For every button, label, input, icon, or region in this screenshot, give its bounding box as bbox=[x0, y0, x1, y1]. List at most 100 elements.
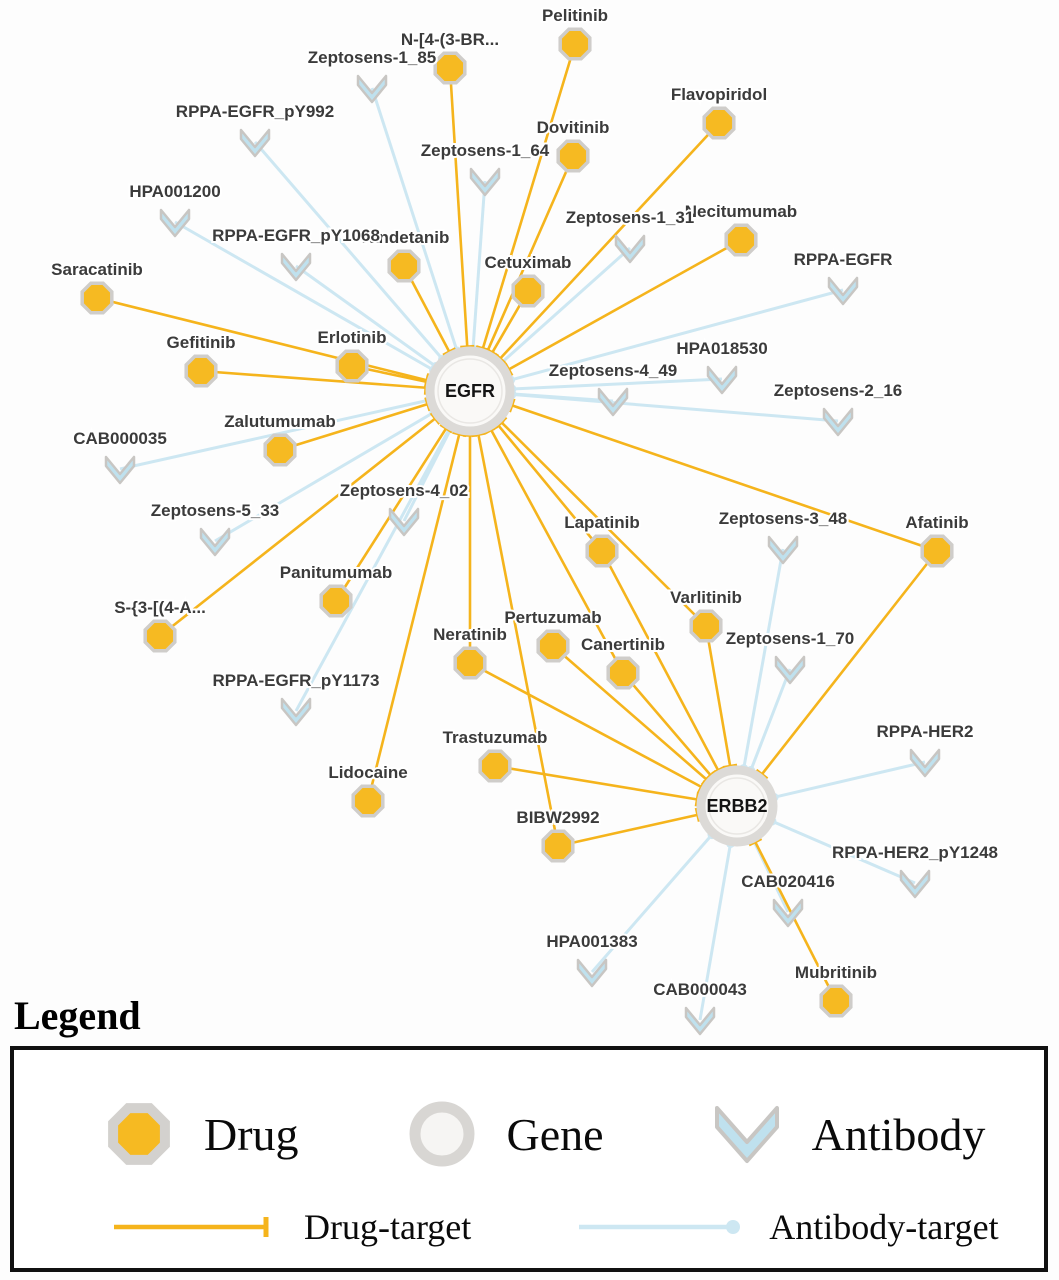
antibody-node[interactable] bbox=[827, 276, 859, 306]
drug-label: Varlitinib bbox=[670, 588, 742, 607]
gene-node-egfr[interactable] bbox=[425, 346, 515, 436]
drug-target-edge bbox=[486, 155, 575, 352]
gene-label: EGFR bbox=[445, 381, 495, 401]
antibody-label: HPA001200 bbox=[129, 182, 220, 201]
gene-label: ERBB2 bbox=[706, 796, 767, 816]
drug-node[interactable] bbox=[387, 249, 421, 283]
antibody-node[interactable] bbox=[159, 208, 191, 238]
gene-node-inner-ring bbox=[437, 358, 503, 424]
drug-label: Mubritinib bbox=[795, 963, 877, 982]
drug-node[interactable] bbox=[143, 619, 177, 653]
drug-node[interactable] bbox=[689, 609, 723, 643]
antibody-node[interactable] bbox=[199, 527, 231, 557]
legend-item-antibody: Antibody bbox=[708, 1095, 985, 1173]
drug-node[interactable] bbox=[335, 349, 369, 383]
drug-target-legend-line bbox=[114, 1217, 269, 1237]
legend-title: Legend bbox=[14, 993, 141, 1038]
antibody-label: Zeptosens-1_70 bbox=[726, 629, 855, 648]
drug-node[interactable] bbox=[702, 106, 736, 140]
antibody-label: Zeptosens-3_48 bbox=[719, 509, 848, 528]
antibody-node[interactable] bbox=[909, 748, 941, 778]
drug-label: N-[4-(3-BR... bbox=[401, 30, 499, 49]
antibody-target-edge bbox=[174, 220, 435, 372]
drug-label: S-{3-[(4-A... bbox=[114, 598, 206, 617]
antibody-node[interactable] bbox=[772, 898, 804, 928]
drug-octagon-shape bbox=[108, 1103, 170, 1165]
antibody-chevron-shape bbox=[714, 1106, 779, 1163]
antibody-label: RPPA-EGFR_pY1173 bbox=[213, 671, 380, 690]
antibody-node[interactable] bbox=[774, 655, 806, 685]
antibody-node[interactable] bbox=[614, 234, 646, 264]
antibody-node[interactable] bbox=[597, 387, 629, 417]
antibody-label: RPPA-EGFR_pY992 bbox=[176, 102, 334, 121]
antibody-label: CAB000035 bbox=[73, 429, 167, 448]
antibody-node[interactable] bbox=[356, 74, 388, 104]
drug-target-edge bbox=[448, 67, 469, 348]
antibody-node[interactable] bbox=[822, 407, 854, 437]
antibody-label: CAB020416 bbox=[741, 872, 835, 891]
antibody-label: Zeptosens-5_33 bbox=[151, 501, 280, 520]
drug-target-edge bbox=[704, 625, 732, 767]
antibody-target-edge bbox=[511, 392, 839, 423]
drug-node[interactable] bbox=[606, 656, 640, 690]
drug-node[interactable] bbox=[558, 27, 592, 61]
antibody-node[interactable] bbox=[239, 128, 271, 158]
drug-label: Zalutumumab bbox=[224, 412, 335, 431]
antibody-target-edge bbox=[773, 760, 926, 799]
antibody-node[interactable] bbox=[388, 507, 420, 537]
antibody-label: Zeptosens-2_16 bbox=[774, 381, 903, 400]
antibody-label: RPPA-EGFR_pY1068 bbox=[212, 226, 380, 245]
antibody-label: RPPA-HER2_pY1248 bbox=[832, 843, 998, 862]
drug-target-edge bbox=[481, 43, 577, 350]
legend-edge-row: Drug-target Antibody-target bbox=[14, 1206, 1044, 1248]
antibody-node[interactable] bbox=[576, 958, 608, 988]
drug-target-edge bbox=[200, 369, 427, 390]
drug-node[interactable] bbox=[351, 784, 385, 818]
antibody-node[interactable] bbox=[706, 365, 738, 395]
antibody-target-edge bbox=[771, 819, 916, 885]
antibody-node[interactable] bbox=[684, 1006, 716, 1036]
drug-node[interactable] bbox=[920, 534, 954, 568]
drug-label: Vandetanib bbox=[359, 228, 450, 247]
drug-target-edge bbox=[279, 402, 429, 452]
antibody-target-edge bbox=[295, 264, 437, 368]
drug-node[interactable] bbox=[556, 139, 590, 173]
antibody-node[interactable] bbox=[280, 252, 312, 282]
drug-node[interactable] bbox=[263, 433, 297, 467]
drug-node[interactable] bbox=[319, 584, 353, 618]
drug-node[interactable] bbox=[184, 354, 218, 388]
drug-node[interactable] bbox=[80, 281, 114, 315]
legend-drug-target-label: Drug-target bbox=[304, 1207, 472, 1247]
drug-target-edge bbox=[96, 296, 428, 382]
antibody-target-edge bbox=[402, 427, 453, 522]
drug-label: Trastuzumab bbox=[443, 728, 548, 747]
drug-node[interactable] bbox=[453, 646, 487, 680]
drug-node[interactable] bbox=[478, 749, 512, 783]
drug-node[interactable] bbox=[536, 629, 570, 663]
drug-node[interactable] bbox=[541, 829, 575, 863]
antibody-node[interactable] bbox=[104, 455, 136, 485]
drug-node[interactable] bbox=[585, 534, 619, 568]
antibody-node[interactable] bbox=[280, 697, 312, 727]
drug-target-edge bbox=[600, 550, 720, 772]
legend-drug-label: Drug bbox=[204, 1108, 299, 1160]
antibody-label: RPPA-EGFR bbox=[794, 250, 893, 269]
drug-label: Saracatinib bbox=[51, 260, 143, 279]
antibody-node[interactable] bbox=[469, 167, 501, 197]
drug-node[interactable] bbox=[511, 274, 545, 308]
legend-item-gene: Gene bbox=[403, 1095, 604, 1173]
drug-target-edge bbox=[511, 404, 938, 553]
drug-node[interactable] bbox=[819, 984, 853, 1018]
antibody-target-edge bbox=[370, 87, 459, 352]
antibody-target-edge bbox=[214, 411, 435, 543]
drug-target-edge bbox=[557, 813, 699, 848]
drug-target-edge bbox=[366, 433, 461, 802]
antibody-node[interactable] bbox=[899, 869, 931, 899]
antibody-node[interactable] bbox=[767, 535, 799, 565]
drug-edges-layer bbox=[96, 43, 939, 1002]
gene-node-erbb2[interactable] bbox=[696, 765, 778, 847]
drug-node[interactable] bbox=[433, 51, 467, 85]
drug-label: Flavopiridol bbox=[671, 85, 767, 104]
drug-node[interactable] bbox=[724, 223, 758, 257]
